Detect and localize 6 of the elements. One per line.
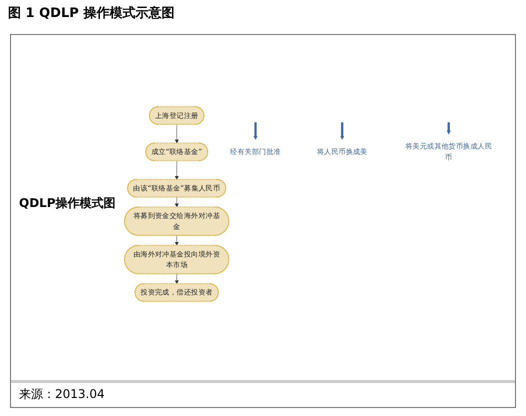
source-note: 来源：2013.04 — [19, 386, 105, 403]
figure-title: 图 1 QDLP 操作模式示意图 — [8, 4, 174, 22]
arrow — [254, 122, 258, 140]
diagram-label: QDLP操作模式图 — [19, 195, 116, 212]
arrow — [446, 122, 451, 134]
arrow — [340, 122, 344, 140]
